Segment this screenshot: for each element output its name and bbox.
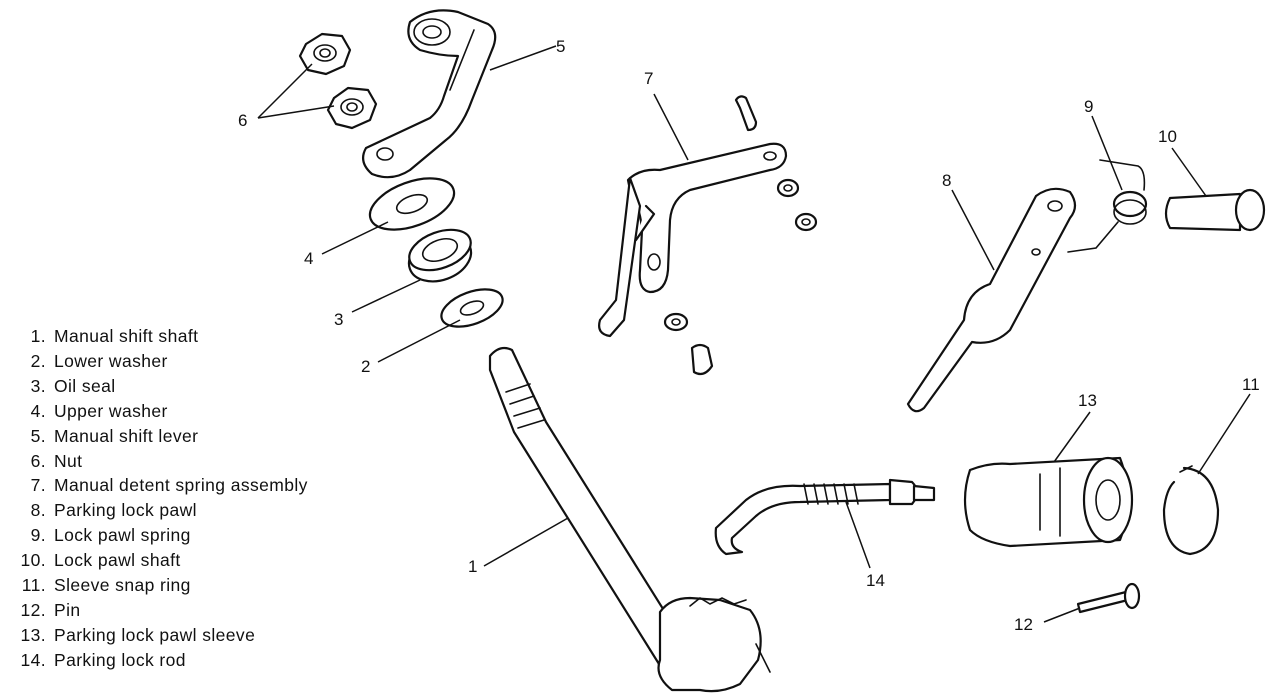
- part-detent-nut-a: [776, 178, 800, 198]
- leader-10: [1171, 147, 1207, 197]
- callout-10: 10: [1158, 127, 1177, 146]
- part-nut-lower: [326, 86, 378, 130]
- leader-6b: [257, 105, 335, 119]
- legend-item: 8. Parking lock pawl: [8, 498, 308, 523]
- legend-item: 7. Manual detent spring assembly: [8, 473, 308, 498]
- leader-13: [1053, 411, 1091, 463]
- legend-number: 6.: [30, 450, 46, 471]
- legend-number: 3.: [30, 375, 46, 396]
- legend-number: 8.: [30, 500, 46, 521]
- callout-11: 11: [1242, 375, 1260, 394]
- callout-1: 1: [468, 557, 477, 576]
- part-detent-spring-assembly: [598, 142, 788, 338]
- legend-number: 14.: [20, 649, 46, 670]
- part-oil-seal: [407, 228, 473, 283]
- legend-number: 2.: [30, 350, 46, 371]
- legend-label: Nut: [54, 450, 83, 471]
- legend-item: 5. Manual shift lever: [8, 424, 308, 449]
- part-parking-lock-pawl: [906, 187, 1077, 413]
- legend-label: Parking lock pawl sleeve: [54, 624, 256, 645]
- legend-number: 10.: [20, 550, 46, 571]
- legend-label: Pin: [54, 599, 81, 620]
- callout-numbers: 1 2 3 4 5 6 7 8 9 10 11 12 13 14: [238, 37, 1260, 634]
- leader-14: [845, 501, 871, 569]
- legend-label: Lock pawl shaft: [54, 550, 181, 571]
- legend-label: Manual shift lever: [54, 425, 199, 446]
- part-lock-pawl-shaft: [1164, 188, 1266, 232]
- legend-item: 3. Oil seal: [8, 374, 308, 399]
- legend-number: 5.: [30, 425, 46, 446]
- callout-12: 12: [1014, 615, 1033, 634]
- legend-label: Sleeve snap ring: [54, 575, 191, 596]
- legend-number: 7.: [30, 475, 46, 496]
- legend-label: Lower washer: [54, 350, 168, 371]
- legend-number: 13.: [20, 624, 46, 645]
- part-upper-washer: [368, 177, 456, 231]
- legend-label: Manual shift shaft: [54, 326, 199, 346]
- part-detent-bolt: [690, 343, 714, 376]
- legend-item: 1. Manual shift shaft: [8, 324, 308, 349]
- callout-14: 14: [866, 571, 885, 590]
- legend-label: Parking lock rod: [54, 649, 186, 670]
- leader-1: [483, 517, 569, 567]
- callout-4: 4: [304, 249, 313, 268]
- legend-item: 9. Lock pawl spring: [8, 523, 308, 548]
- part-parking-lock-rod: [714, 478, 936, 556]
- part-parking-lock-pawl-sleeve: [963, 456, 1134, 548]
- callout-6: 6: [238, 111, 247, 130]
- legend-item: 4. Upper washer: [8, 399, 308, 424]
- legend-number: 4.: [30, 400, 46, 421]
- legend-item: 13. Parking lock pawl sleeve: [8, 623, 308, 648]
- legend-item: 14. Parking lock rod: [8, 648, 308, 673]
- legend-item: 2. Lower washer: [8, 349, 308, 374]
- parts-legend: 1. Manual shift shaft 2. Lower washer 3. Oi…: [8, 324, 308, 673]
- part-manual-shift-shaft: [488, 346, 771, 693]
- legend-number: 11.: [21, 575, 46, 596]
- leader-11: [1197, 393, 1251, 475]
- callout-9: 9: [1084, 97, 1093, 116]
- leader-2: [377, 319, 461, 363]
- leader-lines: [257, 45, 1251, 623]
- part-manual-shift-lever: [361, 9, 497, 179]
- leader-8: [951, 189, 995, 271]
- callout-8: 8: [942, 171, 951, 190]
- leader-4: [321, 221, 389, 255]
- legend-number: 12.: [20, 599, 46, 620]
- leader-12: [1043, 607, 1081, 623]
- part-pin: [1076, 582, 1141, 614]
- leader-3: [351, 279, 421, 313]
- callout-13: 13: [1078, 391, 1097, 410]
- legend-label: Oil seal: [54, 375, 116, 396]
- callout-2: 2: [361, 357, 370, 376]
- part-sleeve-snap-ring: [1162, 465, 1220, 556]
- legend-item: 10. Lock pawl shaft: [8, 548, 308, 573]
- part-nut-upper: [298, 32, 352, 76]
- part-detent-roller-pin: [734, 95, 758, 132]
- legend-label: Lock pawl spring: [54, 525, 191, 546]
- part-lower-washer: [440, 288, 504, 328]
- leader-6a: [257, 63, 313, 119]
- callout-3: 3: [334, 310, 343, 329]
- leader-9: [1091, 115, 1123, 191]
- legend-label: Upper washer: [54, 400, 168, 421]
- callout-5: 5: [556, 37, 565, 56]
- callout-7: 7: [644, 69, 653, 88]
- legend-number: 9.: [30, 525, 46, 546]
- part-lock-pawl-spring: [1067, 159, 1148, 253]
- legend-item: 6. Nut: [8, 449, 308, 474]
- part-detent-nut-b: [794, 212, 818, 232]
- legend-number: 1.: [30, 326, 46, 346]
- legend-item: 12. Pin: [8, 598, 308, 623]
- leader-7: [653, 93, 689, 161]
- part-detent-nut-c: [663, 312, 689, 332]
- legend-label: Parking lock pawl: [54, 500, 197, 521]
- legend-label: Manual detent spring assembly: [54, 475, 308, 496]
- legend-item: 11. Sleeve snap ring: [8, 573, 308, 598]
- leader-5: [489, 45, 557, 71]
